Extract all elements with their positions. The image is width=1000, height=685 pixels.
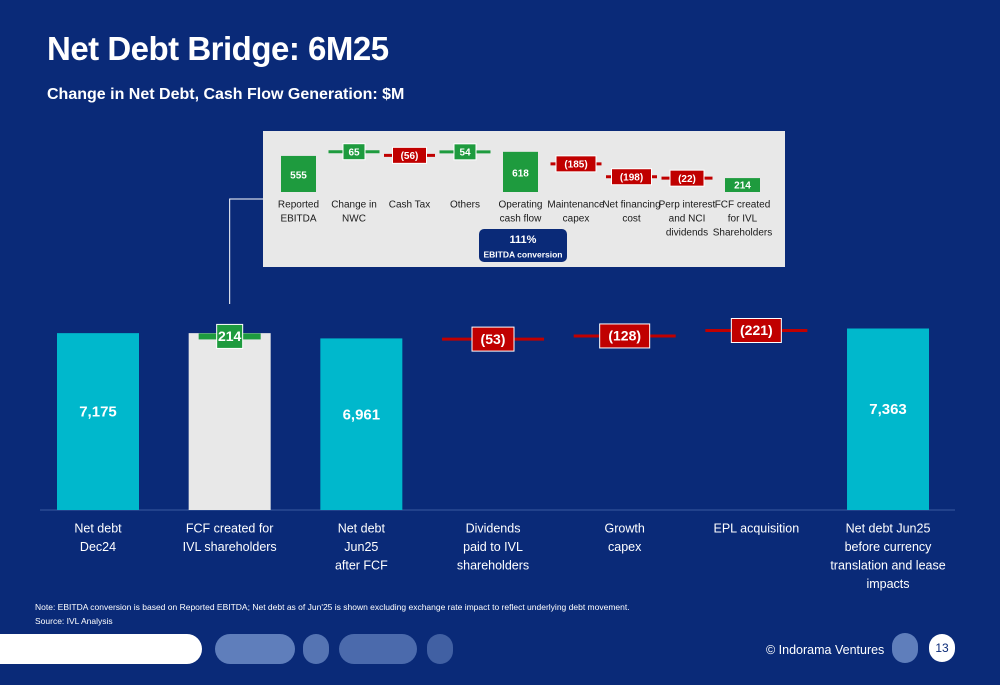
badge-label: EBITDA conversion (483, 249, 562, 259)
ebitda-conversion-badge (479, 229, 567, 262)
inset-change-marker (453, 143, 477, 161)
inset-change-marker (611, 168, 652, 186)
inset-category-label: EBITDA (280, 214, 316, 225)
x-tick-label: capex (608, 540, 642, 554)
inset-category-label: Net financing (602, 200, 660, 211)
inset-category-label: Reported (278, 200, 319, 211)
inset-category-label: capex (563, 214, 590, 225)
inset-bar-total (503, 151, 538, 192)
x-tick-label: Growth (605, 521, 645, 535)
inset-change-marker (392, 146, 427, 164)
inset-data-label: (56) (401, 151, 419, 162)
inset-category-label: Others (450, 200, 480, 211)
inset-category-label: and NCI (669, 214, 706, 225)
x-tick-label: shareholders (457, 558, 529, 572)
bar-change-marker (730, 318, 782, 344)
inset-change-marker (669, 169, 705, 187)
inset-change-marker (555, 155, 597, 173)
x-tick-label: Jun25 (344, 540, 378, 554)
inset-category-label: Operating (499, 200, 543, 211)
x-tick-label: translation and lease (830, 558, 945, 572)
x-tick-label: FCF created for (186, 521, 274, 535)
x-tick-label: after FCF (335, 558, 388, 572)
inset-data-label: 65 (348, 147, 360, 158)
bar-total (57, 333, 139, 510)
inset-data-label: 214 (734, 180, 751, 191)
inset-category-label: cost (622, 214, 641, 225)
inset-data-label: (22) (678, 174, 696, 185)
inset-data-label: 618 (512, 169, 529, 180)
inset-data-label: (185) (564, 159, 587, 170)
inset-category-label: Change in (331, 200, 377, 211)
x-tick-label: Net debt (338, 521, 386, 535)
copyright-text: © Indorama Ventures (766, 643, 885, 657)
inset-category-label: cash flow (500, 214, 542, 225)
inset-data-label: 54 (459, 147, 471, 158)
inset-category-label: NWC (342, 214, 366, 225)
inset-change-marker (342, 143, 366, 161)
bar-change-marker (471, 326, 515, 352)
footer-pill-white (0, 634, 202, 664)
x-tick-label: IVL shareholders (183, 540, 277, 554)
footer-pill-4 (427, 634, 453, 664)
inset-connector-line (229, 198, 263, 304)
bar-total (847, 328, 930, 510)
inset-category-label: dividends (666, 228, 708, 239)
footnote: Note: EBITDA conversion is based on Repo… (35, 602, 630, 612)
inset-data-label: (198) (620, 172, 643, 183)
x-tick-label: Dividends (466, 521, 521, 535)
x-tick-label: Net debt (74, 521, 122, 535)
data-label: 7,175 (79, 404, 117, 421)
badge-value: 111% (510, 234, 537, 246)
x-tick-label: paid to IVL (463, 540, 523, 554)
data-label: (128) (608, 328, 641, 344)
x-tick-label: Dec24 (80, 540, 116, 554)
data-label: 7,363 (869, 401, 907, 418)
bar-change-marker (599, 323, 651, 349)
data-label: 6,961 (343, 407, 381, 424)
footer-pill-3 (339, 634, 417, 664)
footer-pill-2 (303, 634, 329, 664)
inset-category-label: FCF created (715, 200, 771, 211)
data-label: 214 (218, 328, 242, 344)
x-tick-label: EPL acquisition (713, 521, 799, 535)
x-tick-label: impacts (866, 577, 909, 591)
inset-bar-total (725, 178, 760, 192)
footer-pill-1 (215, 634, 295, 664)
data-label: (53) (481, 331, 506, 347)
x-tick-label: Net debt Jun25 (846, 521, 931, 535)
page-title: Net Debt Bridge: 6M25 (47, 30, 389, 67)
inset-data-label: 555 (290, 170, 307, 181)
page-subtitle: Change in Net Debt, Cash Flow Generation… (47, 86, 405, 103)
source-note: Source: IVL Analysis (35, 616, 113, 626)
bar-total (320, 338, 403, 510)
data-label: (221) (740, 322, 773, 338)
inset-category-label: for IVL (728, 214, 758, 225)
inset-category-label: Shareholders (713, 228, 772, 239)
page-number: 13 (929, 634, 955, 662)
inset-category-label: Cash Tax (389, 200, 431, 211)
footer-pill-5 (892, 633, 918, 663)
inset-bar-total (281, 155, 316, 192)
inset-category-label: Perp interest (659, 200, 716, 211)
inset-category-label: Maintenance (547, 200, 605, 211)
bar-change-marker (216, 323, 244, 349)
bar-fcf-highlight (188, 333, 271, 510)
x-tick-label: before currency (845, 540, 933, 554)
